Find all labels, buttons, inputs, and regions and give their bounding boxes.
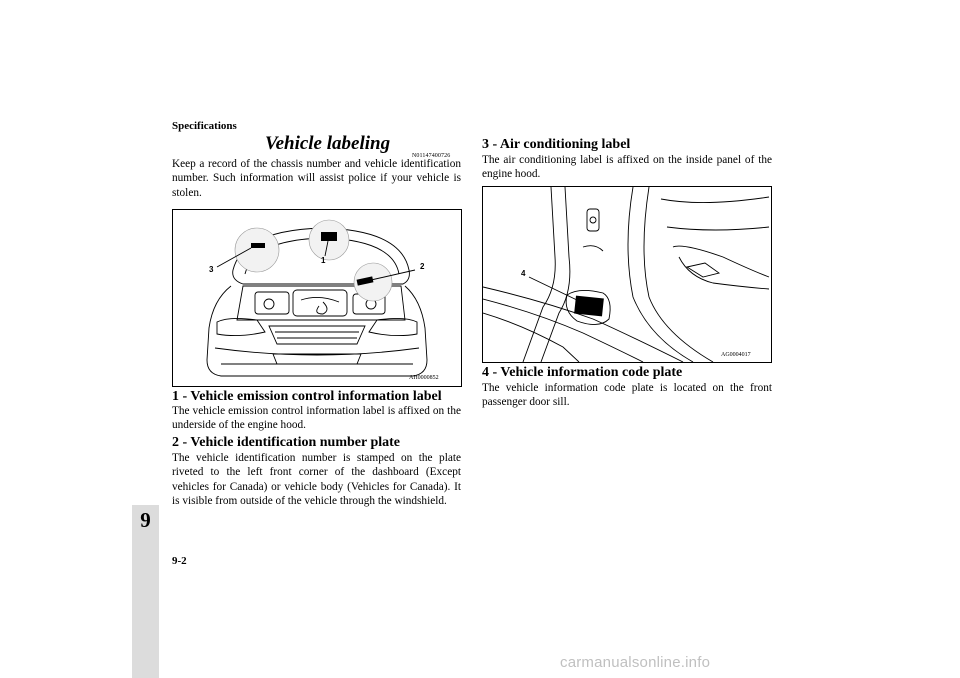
section-4-body: The vehicle information code plate is lo… [482,382,772,409]
section-3-body: The air conditioning label is affixed on… [482,154,772,181]
section-2-body: The vehicle identification number is sta… [172,452,461,507]
door-sill-figure: 4 AG0004017 [482,186,772,363]
section-2-heading: 2 - Vehicle identification number plate [172,435,401,450]
section-4-heading: 4 - Vehicle information code plate [482,365,683,380]
page-number: 9-2 [172,555,187,567]
engine-hood-illustration [206,219,428,377]
callout-3: 3 [209,265,214,274]
intro-paragraph: Keep a record of the chassis number and … [172,158,461,199]
chapter-tab [132,505,159,678]
figure2-code: AG0004017 [721,352,751,358]
section-header: Specifications [172,120,237,132]
callout-4: 4 [521,269,526,278]
section-1-body: The vehicle emission control information… [172,405,461,432]
section-1-heading: 1 - Vehicle emission control information… [172,389,442,404]
callout-2: 2 [420,262,425,271]
section-3-heading: 3 - Air conditioning label [482,137,631,152]
watermark: carmanualsonline.info [560,654,711,671]
callout-1: 1 [321,256,326,265]
page-title: Vehicle labeling [265,133,391,154]
door-sill-illustration [483,187,770,362]
engine-hood-figure: 3 1 2 AH0000852 [172,209,462,387]
title-code: N01147400726 [412,153,451,159]
chapter-tab-number: 9 [140,508,151,532]
figure1-code: AH0000852 [409,375,439,381]
